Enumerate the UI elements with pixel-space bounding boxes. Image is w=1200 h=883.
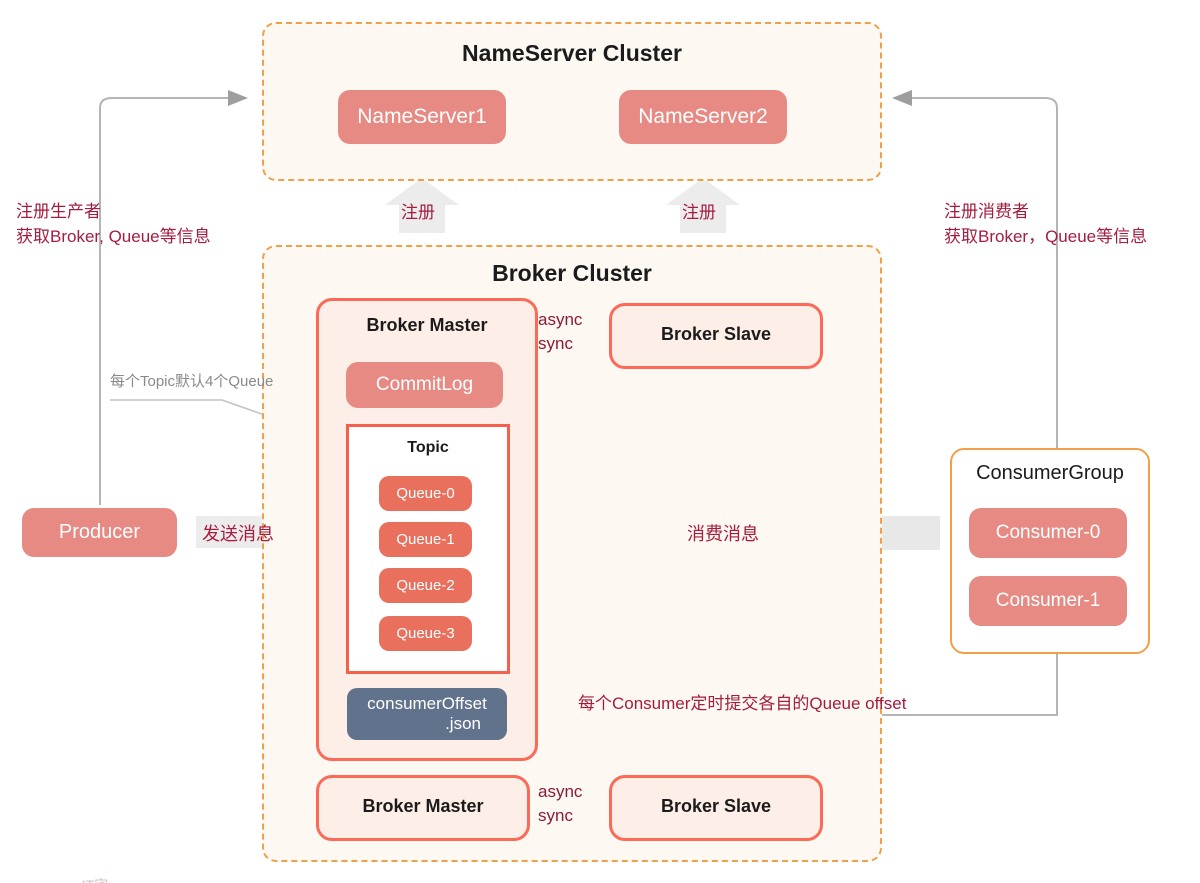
queue-1-node[interactable]: Queue-1: [379, 522, 472, 557]
broker-slave-2-box[interactable]: Broker Slave: [609, 775, 823, 841]
producer-label: Producer: [58, 521, 141, 543]
queue-2-label: Queue-2: [396, 577, 455, 594]
broker-cluster-title: Broker Cluster: [492, 260, 652, 286]
commitlog-node[interactable]: CommitLog: [346, 362, 503, 408]
replication-sync-label-top: sync: [538, 334, 573, 353]
queue-3-label: Queue-3: [396, 625, 455, 642]
consumer-offset-file-line1: consumerOffset: [367, 694, 487, 714]
commitlog-label: CommitLog: [375, 374, 474, 395]
broker-master-2-label: Broker Master: [362, 796, 484, 816]
nameserver1-node[interactable]: NameServer1: [338, 90, 506, 144]
queue-1-label: Queue-1: [396, 531, 455, 548]
watermark: IT宅 arthinking / itzhai.com: [10, 833, 180, 883]
consumer-0-label: Consumer-0: [995, 522, 1101, 543]
broker-slave-1-label: Broker Slave: [660, 324, 772, 344]
replication-async-label-top: async: [538, 310, 583, 329]
watermark-line1: IT宅: [10, 875, 180, 883]
broker-master-1-label: Broker Master: [366, 315, 488, 335]
register-consumer-annotation: 注册消费者 获取Broker，Queue等信息: [944, 202, 1148, 246]
consumer-1-node[interactable]: Consumer-1: [969, 576, 1127, 626]
consumergroup-to-nameserver-line: [892, 90, 1058, 450]
replication-async-label-bottom: async: [538, 782, 583, 801]
replication-sync-label-bottom: sync: [538, 806, 573, 825]
consumer-offset-file-line2: .json: [445, 714, 481, 733]
nameserver2-label: NameServer2: [638, 105, 768, 128]
producer-to-nameserver-line: [99, 90, 248, 505]
topic-queue-note: 每个Topic默认4个Queue: [110, 373, 274, 390]
register-block-arrow-right: [666, 178, 740, 233]
broker-master-2-box[interactable]: Broker Master: [316, 775, 530, 841]
producer-node[interactable]: Producer: [22, 508, 177, 557]
register-producer-annotation: 注册生产者 获取Broker, Queue等信息: [16, 202, 211, 246]
broker-slave-1-box[interactable]: Broker Slave: [609, 303, 823, 369]
nameserver-cluster-title: NameServer Cluster: [462, 40, 682, 66]
consumer-group-title: ConsumerGroup: [976, 462, 1124, 484]
register-block-arrow-left: [385, 178, 459, 233]
send-message-label: 发送消息: [202, 524, 274, 544]
consumer-1-label: Consumer-1: [995, 590, 1101, 611]
offset-commit-annotation: 每个Consumer定时提交各自的Queue offset: [578, 694, 907, 713]
nameserver1-label: NameServer1: [357, 105, 487, 128]
queue-3-node[interactable]: Queue-3: [379, 616, 472, 651]
queue-0-label: Queue-0: [396, 485, 455, 502]
topic-label: Topic: [407, 439, 449, 456]
consume-message-label: 消费消息: [687, 524, 759, 544]
nameserver2-node[interactable]: NameServer2: [619, 90, 787, 144]
queue-0-node[interactable]: Queue-0: [379, 476, 472, 511]
consumer-offset-file-node[interactable]: consumerOffset .json: [347, 688, 507, 740]
queue-2-node[interactable]: Queue-2: [379, 568, 472, 603]
register-label-left: 注册: [401, 203, 435, 222]
register-label-right: 注册: [682, 203, 716, 222]
broker-slave-2-label: Broker Slave: [660, 796, 772, 816]
consumer-0-node[interactable]: Consumer-0: [969, 508, 1127, 558]
